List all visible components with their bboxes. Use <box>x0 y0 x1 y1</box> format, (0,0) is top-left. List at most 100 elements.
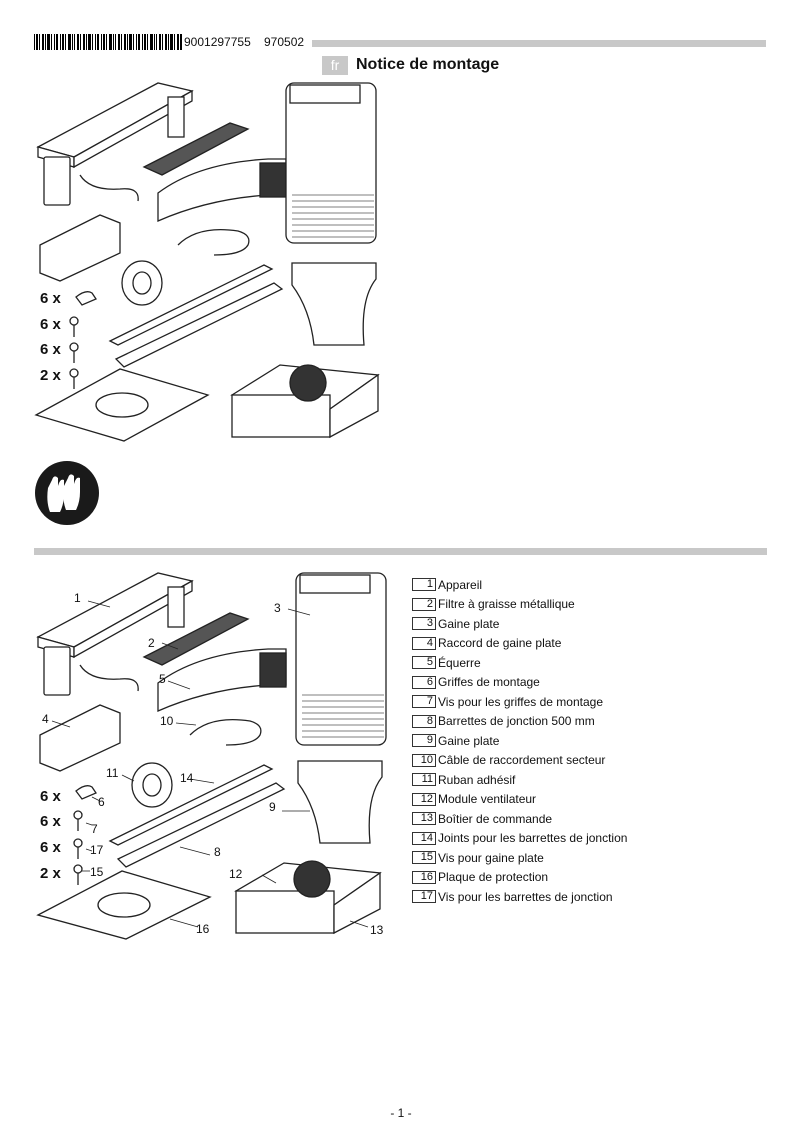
barcode-number: 9001297755 <box>184 35 251 49</box>
legend-item-label: Raccord de gaine plate <box>438 636 562 651</box>
bracket-drawing <box>39 214 121 282</box>
callout-label: 9 <box>269 800 276 814</box>
joint-strip-drawing <box>108 264 274 346</box>
quantity-label: 6 x <box>40 316 61 333</box>
page-number: - 1 - <box>390 1106 412 1120</box>
duct-connector-drawing <box>157 158 287 222</box>
callout-label: 6 <box>98 795 105 809</box>
quantity-label: 2 x <box>40 865 61 882</box>
connector-bar-drawing <box>114 282 284 368</box>
section-divider <box>34 548 767 555</box>
legend-item-number: 4 <box>412 636 436 650</box>
legend-item-label: Joints pour les barrettes de jonction <box>438 831 628 846</box>
screw-drawing <box>69 316 79 326</box>
legend-item-label: Gaine plate <box>438 616 500 631</box>
legend-item-label: Câble de raccordement secteur <box>438 753 606 768</box>
legend-item-label: Plaque de protection <box>438 870 549 885</box>
quantity-label: 6 x <box>40 788 61 805</box>
document-code: 970502 <box>264 35 305 49</box>
callout-label: 16 <box>196 922 210 936</box>
parts-illustration-labelled <box>36 572 387 940</box>
callout-label: 4 <box>42 712 49 726</box>
legend-item-number: 9 <box>412 734 436 748</box>
callout-label: 13 <box>370 923 384 937</box>
flat-duct-drawing <box>285 82 377 244</box>
legend-item-label: Filtre à graisse métallique <box>438 597 575 612</box>
callout-label: 8 <box>214 845 221 859</box>
quantity-label: 2 x <box>40 367 61 384</box>
callout-label: 10 <box>160 714 174 728</box>
quantity-label: 6 x <box>40 290 61 307</box>
legend-item-label: Module ventilateur <box>438 792 537 807</box>
quantity-label: 6 x <box>40 813 61 830</box>
appliance-drawing <box>36 82 194 206</box>
legend-item-number: 15 <box>412 851 436 865</box>
grease-filter-drawing <box>142 122 250 176</box>
legend-item-label: Boîtier de commande <box>438 811 553 826</box>
legend-item-label: Vis pour les griffes de montage <box>438 694 603 709</box>
legend-item-number: 11 <box>412 773 436 787</box>
legend-item-number: 16 <box>412 870 436 884</box>
legend-item-label: Griffes de montage <box>438 675 540 690</box>
legend-item-number: 12 <box>412 792 436 806</box>
callout-label: 5 <box>159 672 166 686</box>
legend-item-number: 7 <box>412 695 436 709</box>
callout-label: 3 <box>274 601 281 615</box>
header-rule <box>312 40 766 47</box>
callout-label: 15 <box>90 865 104 879</box>
language-badge: fr <box>322 56 348 75</box>
callout-label: 14 <box>180 771 194 785</box>
cable-drawing <box>177 228 250 256</box>
legend-item-number: 14 <box>412 831 436 845</box>
callout-label: 1 <box>74 591 81 605</box>
callout-label: 17 <box>90 843 104 857</box>
legend-item-number: 13 <box>412 812 436 826</box>
legend-item-number: 2 <box>412 597 436 611</box>
callout-label: 2 <box>148 636 155 650</box>
quantity-label: 6 x <box>40 839 61 856</box>
legend-item-label: Vis pour gaine plate <box>438 850 544 865</box>
barcode <box>34 34 182 50</box>
legend-item-label: Ruban adhésif <box>438 772 516 787</box>
legend-item-label: Gaine plate <box>438 733 500 748</box>
elbow-duct-drawing <box>291 262 377 346</box>
legend-item-number: 3 <box>412 617 436 631</box>
legend-item-label: Appareil <box>438 577 483 592</box>
legend-item-number: 10 <box>412 753 436 767</box>
page-title: Notice de montage <box>356 56 500 73</box>
callout-label: 11 <box>106 766 119 780</box>
callout-label: 12 <box>229 867 243 881</box>
legend-item-label: Vis pour les barrettes de jonction <box>438 889 613 904</box>
fan-module-drawing <box>230 364 380 439</box>
legend-item-label: Barrettes de jonction 500 mm <box>438 714 595 729</box>
legend-item-number: 6 <box>412 675 436 689</box>
legend-item-number: 1 <box>412 578 436 592</box>
legend-item-number: 17 <box>412 890 436 904</box>
legend-item-number: 8 <box>412 714 436 728</box>
legend-item-label: Équerre <box>438 655 481 670</box>
mounting-claw-drawing <box>75 291 97 306</box>
gloves-icon <box>35 461 99 525</box>
legend-item-number: 5 <box>412 656 436 670</box>
parts-illustration-top <box>34 82 380 442</box>
quantity-label: 6 x <box>40 341 61 358</box>
callout-label: 7 <box>91 822 98 836</box>
